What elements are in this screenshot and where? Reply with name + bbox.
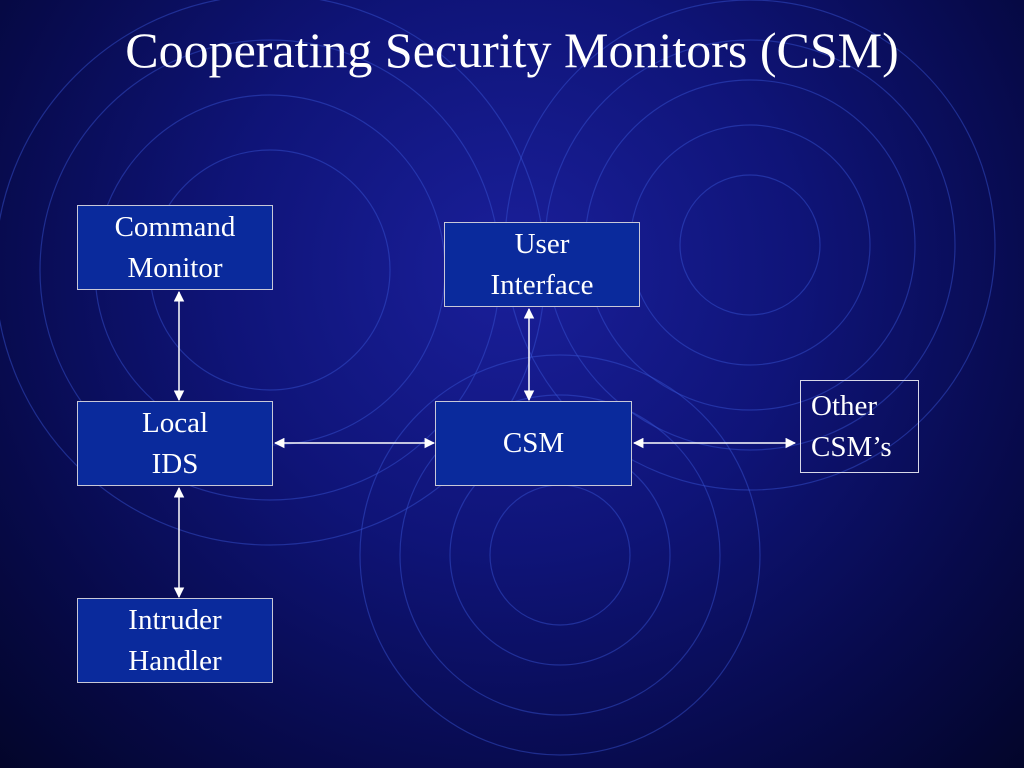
node-local-ids-line1: Local	[141, 406, 208, 439]
node-command-monitor: Command Monitor	[77, 205, 273, 290]
slide-title: Cooperating Security Monitors (CSM)	[125, 22, 899, 78]
node-other-csms-line2: CSM’s	[811, 430, 892, 463]
node-local-ids: Local IDS	[77, 401, 273, 486]
node-intruder-handler-line2: Handler	[128, 644, 222, 677]
node-user-interface-line1: User	[514, 227, 570, 260]
node-csm-line1: CSM	[502, 427, 565, 459]
node-user-interface: User Interface	[444, 222, 640, 307]
node-intruder-handler-line1: Intruder	[128, 603, 222, 636]
node-user-interface-line2: Interface	[490, 268, 594, 301]
node-command-monitor-line1: Command	[114, 210, 236, 243]
node-csm: CSM	[435, 401, 632, 486]
node-other-csms-line1: Other	[811, 389, 878, 422]
node-command-monitor-line2: Monitor	[127, 251, 223, 284]
node-intruder-handler: Intruder Handler	[77, 598, 273, 683]
node-other-csms: Other CSM’s	[800, 380, 919, 473]
node-local-ids-line2: IDS	[151, 447, 199, 480]
